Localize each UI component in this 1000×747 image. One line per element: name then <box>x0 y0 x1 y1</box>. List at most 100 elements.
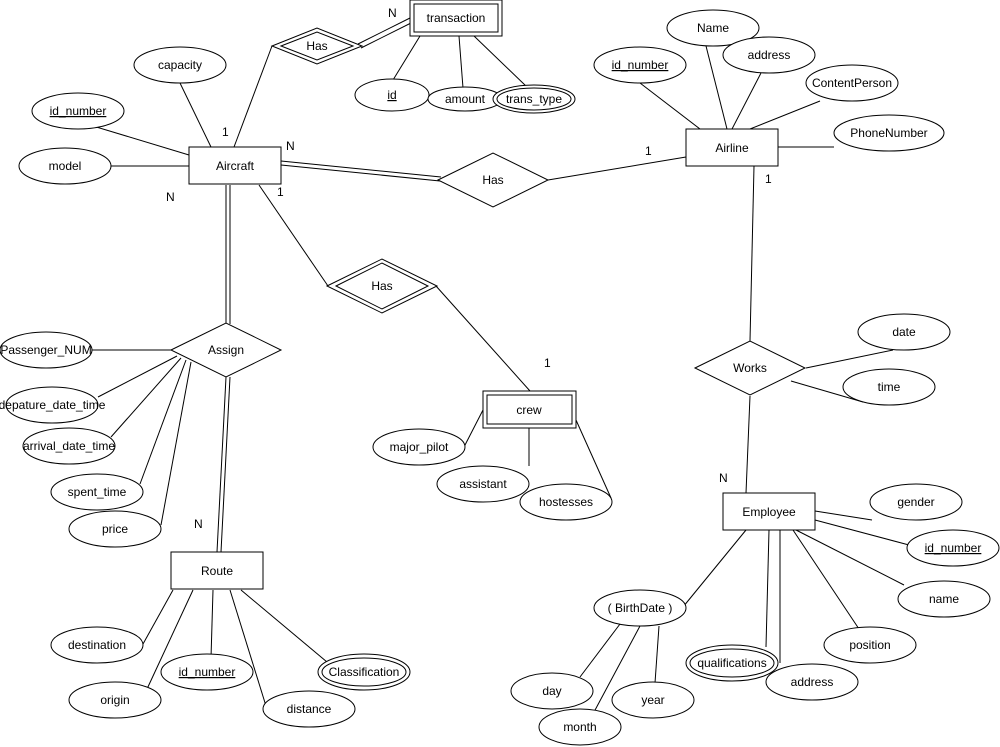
attribute-gender: gender <box>869 483 963 521</box>
attribute-airline-name: Name <box>666 9 760 47</box>
relationship-works-label: Works <box>733 361 767 375</box>
svg-text:depature_date_time: depature_date_time <box>0 398 106 412</box>
attribute-classification-multivalued: Classification <box>317 653 411 691</box>
entity-aircraft: Aircraft <box>188 146 282 185</box>
attribute-employee-name: name <box>897 580 991 618</box>
svg-text:model: model <box>49 159 82 173</box>
relationship-has-crew-label: Has <box>371 279 392 293</box>
cardinality-labels: 1 N N 1 1 1 N N 1 N <box>166 6 772 531</box>
attribute-destination: destination <box>50 626 144 664</box>
attribute-month: month <box>538 708 622 746</box>
attribute-route-id-number-key: id_number <box>160 653 254 691</box>
svg-text:hostesses: hostesses <box>539 495 593 509</box>
attribute-passenger-num: Passenger_NUM <box>0 331 93 369</box>
cardinality-airline-employee-employee: N <box>719 471 728 485</box>
svg-text:id: id <box>387 88 396 102</box>
entity-route-label: Route <box>201 564 233 578</box>
attribute-content-person: ContentPerson <box>805 64 899 102</box>
entity-transaction-label: transaction <box>427 11 486 25</box>
svg-text:id_number: id_number <box>50 104 107 118</box>
weak-entity-crew: crew <box>482 390 577 429</box>
svg-text:price: price <box>102 522 128 536</box>
entity-crew-label: crew <box>516 403 542 417</box>
relationship-assign: Assign <box>169 322 283 378</box>
attribute-origin: origin <box>68 681 162 719</box>
svg-text:ContentPerson: ContentPerson <box>812 76 892 90</box>
svg-text:name: name <box>929 592 959 606</box>
svg-text:Name: Name <box>697 21 729 35</box>
attribute-aircraft-id-number-key: id_number <box>31 92 125 130</box>
relationship-has-airline-label: Has <box>482 173 503 187</box>
svg-text:id_number: id_number <box>179 665 236 679</box>
svg-text:Passenger_NUM: Passenger_NUM <box>0 343 91 357</box>
entity-aircraft-label: Aircraft <box>216 159 255 173</box>
svg-text:id_number: id_number <box>612 58 669 72</box>
entity-airline-label: Airline <box>715 141 749 155</box>
cardinality-aircraft-route-aircraft: N <box>166 190 175 204</box>
svg-text:address: address <box>791 675 834 689</box>
attribute-hostesses: hostesses <box>519 483 613 521</box>
svg-text:assistant: assistant <box>459 477 507 491</box>
entity-employee: Employee <box>722 492 816 531</box>
svg-text:capacity: capacity <box>158 58 202 72</box>
attribute-price: price <box>68 510 162 548</box>
svg-text:time: time <box>878 380 901 394</box>
connector-lines <box>90 17 910 713</box>
relationship-has-transaction-label: Has <box>306 39 327 53</box>
relationship-has-airline: Has <box>436 152 550 208</box>
relationship-has-transaction: Has <box>270 27 364 65</box>
svg-text:qualifications: qualifications <box>697 656 766 670</box>
svg-text:date: date <box>892 325 916 339</box>
cardinality-airline-employee-airline: 1 <box>765 172 772 186</box>
entity-route: Route <box>170 551 264 590</box>
entity-employee-label: Employee <box>742 505 796 519</box>
svg-text:arrival_date_time: arrival_date_time <box>23 439 115 453</box>
cardinality-aircraft-route-route: N <box>194 517 203 531</box>
cardinality-aircraft-airline-aircraft: N <box>286 139 295 153</box>
svg-text:day: day <box>542 684 561 698</box>
attribute-transaction-id-key: id <box>354 78 430 112</box>
svg-text:year: year <box>641 693 664 707</box>
attribute-employee-id-number-key: id_number <box>906 529 1000 567</box>
attribute-distance: distance <box>262 690 356 728</box>
attribute-airline-id-number-key: id_number <box>593 46 687 84</box>
attribute-assistant: assistant <box>436 465 530 503</box>
svg-text:amount: amount <box>445 92 486 106</box>
svg-text:trans_type: trans_type <box>506 92 562 106</box>
relationship-works: Works <box>693 340 807 396</box>
attribute-day: day <box>510 672 594 710</box>
attribute-position: position <box>823 626 917 664</box>
svg-text:Classification: Classification <box>329 665 400 679</box>
attribute-model: model <box>18 147 112 185</box>
attribute-capacity: capacity <box>133 46 227 84</box>
attribute-phone-number: PhoneNumber <box>833 114 945 152</box>
attribute-works-date: date <box>857 313 951 351</box>
cardinality-aircraft-transaction-aircraft: 1 <box>222 125 229 139</box>
attribute-qualifications-multivalued: qualifications <box>685 644 779 682</box>
cardinality-aircraft-transaction-transaction: N <box>388 6 397 20</box>
svg-text:destination: destination <box>68 638 126 652</box>
attribute-amount: amount <box>427 86 503 112</box>
svg-text:PhoneNumber: PhoneNumber <box>850 126 927 140</box>
svg-text:id_number: id_number <box>925 541 982 555</box>
relationship-assign-label: Assign <box>208 343 244 357</box>
svg-text:gender: gender <box>897 495 934 509</box>
attribute-works-time: time <box>842 368 936 406</box>
weak-entity-transaction: transaction <box>409 0 503 37</box>
svg-text:distance: distance <box>287 702 332 716</box>
attribute-year: year <box>611 681 695 719</box>
attribute-spent-time: spent_time <box>50 473 144 511</box>
attribute-airline-address: address <box>722 36 816 74</box>
cardinality-aircraft-crew-crew: 1 <box>544 356 551 370</box>
svg-text:major_pilot: major_pilot <box>390 440 449 454</box>
attribute-employee-address: address <box>765 663 859 701</box>
entity-airline: Airline <box>685 128 779 167</box>
attribute-major-pilot: major_pilot <box>372 428 466 466</box>
relationship-has-crew: Has <box>325 258 439 314</box>
svg-text:address: address <box>748 48 791 62</box>
cardinality-aircraft-airline-airline: 1 <box>645 144 652 158</box>
svg-text:position: position <box>849 638 890 652</box>
cardinality-aircraft-crew-aircraft: 1 <box>277 185 284 199</box>
